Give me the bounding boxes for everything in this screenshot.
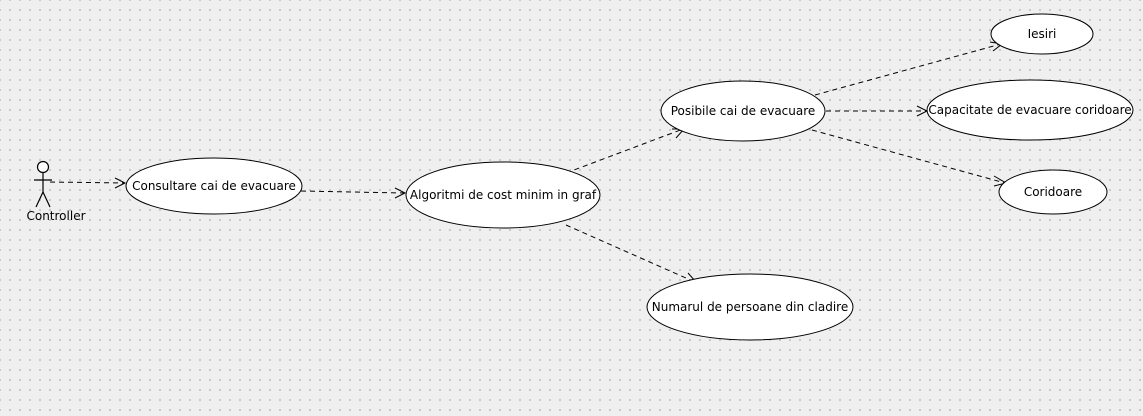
- dependency-posibile-coridoare[interactable]: [811, 129, 1008, 187]
- actor-left-leg: [35, 191, 44, 208]
- use-case-coridoare[interactable]: Coridoare: [998, 169, 1108, 215]
- dependency-posibile-capacitate[interactable]: [826, 105, 929, 117]
- use-case-algoritmi[interactable]: Algoritmi de cost minim in graf: [405, 161, 601, 229]
- use-case-iesiri-label: Iesiri: [1028, 27, 1057, 41]
- actor-right-leg: [42, 191, 51, 208]
- actor-controller[interactable]: Controller: [26, 160, 86, 224]
- dependency-algoritmi-numarul[interactable]: [565, 224, 698, 283]
- dependency-algoritmi-posibile[interactable]: [565, 128, 686, 174]
- use-case-algoritmi-label: Algoritmi de cost minim in graf: [410, 188, 597, 202]
- use-case-iesiri[interactable]: Iesiri: [990, 13, 1094, 55]
- use-case-capacitate[interactable]: Capacitate de evacuare coridoare: [926, 79, 1134, 141]
- use-case-consultare[interactable]: Consultare cai de evacuare: [125, 157, 303, 215]
- use-case-numarul[interactable]: Numarul de persoane din cladire: [646, 273, 854, 341]
- use-case-numarul-label: Numarul de persoane din cladire: [652, 300, 848, 314]
- use-case-capacitate-label: Capacitate de evacuare coridoare: [928, 103, 1131, 117]
- use-case-coridoare-label: Coridoare: [1024, 185, 1082, 199]
- use-case-consultare-label: Consultare cai de evacuare: [132, 179, 296, 193]
- use-case-posibile[interactable]: Posibile cai de evacuare: [660, 80, 826, 142]
- actor-label: Controller: [26, 209, 85, 223]
- dependency-consultare-algoritmi[interactable]: [300, 187, 407, 199]
- use-case-posibile-label: Posibile cai de evacuare: [671, 104, 816, 118]
- actor-head: [36, 160, 50, 174]
- dependency-actor-consultare[interactable]: [49, 177, 127, 189]
